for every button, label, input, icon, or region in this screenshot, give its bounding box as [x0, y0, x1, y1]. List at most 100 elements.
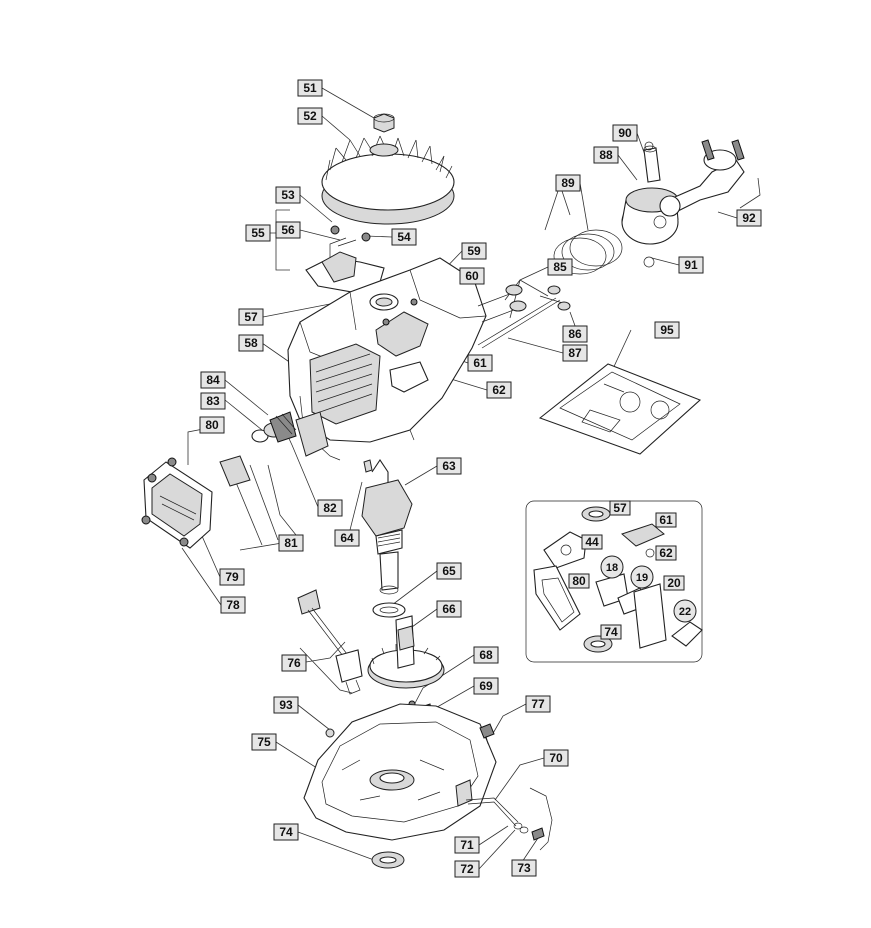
svg-text:85: 85 [553, 260, 567, 274]
svg-text:88: 88 [599, 148, 613, 162]
svg-text:81: 81 [284, 536, 298, 550]
svg-text:74: 74 [604, 625, 618, 639]
svg-text:84: 84 [206, 373, 220, 387]
valves [477, 284, 571, 323]
governor-shaft [465, 787, 553, 851]
callout-85: 85 [547, 258, 573, 276]
svg-text:57: 57 [244, 310, 258, 324]
callout-55: 55 [245, 224, 271, 242]
callout-86: 86 [562, 325, 588, 343]
callout-70: 70 [543, 749, 569, 767]
svg-text:61: 61 [473, 356, 487, 370]
svg-text:62: 62 [659, 546, 673, 560]
callout-91: 91 [678, 256, 704, 274]
cylinder-head-cover [141, 457, 213, 549]
svg-text:66: 66 [442, 602, 456, 616]
svg-text:68: 68 [479, 648, 493, 662]
callout-64: 64 [334, 529, 360, 547]
callout-83: 83 [200, 392, 226, 410]
ignition-coil [305, 225, 385, 293]
crankcase-cover [303, 703, 497, 841]
connecting-rod [659, 139, 745, 217]
svg-text:53: 53 [281, 188, 295, 202]
pushrods [477, 297, 561, 349]
callout-53: 53 [275, 186, 301, 204]
gasket-kit-callouts: 57 61 44 62 18 19 80 20 22 74 [568, 500, 697, 640]
svg-text:92: 92 [742, 211, 756, 225]
svg-text:70: 70 [549, 751, 563, 765]
callout-75: 75 [251, 733, 277, 751]
svg-text:89: 89 [561, 176, 575, 190]
svg-text:90: 90 [618, 126, 632, 140]
svg-text:80: 80 [205, 418, 219, 432]
piston-pin [643, 145, 661, 183]
flywheel-nut [373, 113, 395, 133]
intake-spacer [219, 411, 297, 487]
callout-72: 72 [454, 860, 480, 878]
callout-76: 76 [281, 654, 307, 672]
callout-78: 78 [220, 596, 246, 614]
svg-text:63: 63 [442, 459, 456, 473]
callout-61: 61 [467, 354, 493, 372]
svg-text:80: 80 [572, 574, 586, 588]
svg-text:61: 61 [659, 513, 673, 527]
piston-rings [553, 229, 623, 275]
callout-51: 51 [297, 79, 323, 97]
callout-63: 63 [436, 457, 462, 475]
svg-text:62: 62 [492, 383, 506, 397]
kit-callout-19: 19 [630, 565, 654, 589]
svg-text:65: 65 [442, 564, 456, 578]
callout-81: 81 [278, 534, 304, 552]
kit-callout-57: 57 [609, 500, 631, 516]
flywheel [321, 135, 455, 225]
oil-seal [372, 602, 406, 618]
svg-text:72: 72 [460, 862, 474, 876]
callout-93: 93 [273, 696, 299, 714]
engine-block [287, 257, 487, 461]
svg-text:73: 73 [517, 861, 531, 875]
callout-54: 54 [391, 228, 417, 246]
callout-65: 65 [436, 562, 462, 580]
callout-77: 77 [525, 695, 551, 713]
svg-text:57: 57 [613, 501, 627, 515]
svg-text:55: 55 [251, 226, 265, 240]
svg-text:75: 75 [257, 735, 271, 749]
kit-callout-80: 80 [568, 573, 590, 589]
svg-text:78: 78 [226, 598, 240, 612]
svg-text:56: 56 [281, 223, 295, 237]
svg-text:19: 19 [636, 572, 648, 584]
sump-bolt [479, 723, 495, 745]
kit-callout-22: 22 [673, 599, 697, 623]
svg-text:52: 52 [303, 109, 317, 123]
callout-80: 80 [199, 416, 225, 434]
callout-60: 60 [459, 267, 485, 285]
camshaft-gear [367, 615, 445, 689]
dipstick [297, 589, 363, 695]
callout-69: 69 [473, 677, 499, 695]
crankshaft [361, 459, 413, 595]
callout-95: 95 [654, 321, 680, 339]
svg-text:54: 54 [397, 230, 411, 244]
callout-90: 90 [612, 124, 638, 142]
kit-callout-44: 44 [581, 534, 603, 550]
svg-text:86: 86 [568, 327, 582, 341]
kit-callout-20: 20 [663, 575, 685, 591]
svg-text:18: 18 [606, 562, 618, 574]
oil-drain-plug [325, 728, 335, 738]
gasket-kit-box [525, 500, 703, 663]
callout-56: 56 [275, 221, 301, 239]
svg-text:77: 77 [531, 697, 545, 711]
kit-callout-18: 18 [600, 555, 624, 579]
callout-62: 62 [486, 381, 512, 399]
callout-71: 71 [454, 836, 480, 854]
callout-89: 89 [555, 174, 581, 192]
svg-text:22: 22 [679, 606, 691, 618]
callout-66: 66 [436, 600, 462, 618]
callout-68: 68 [473, 646, 499, 664]
svg-text:95: 95 [660, 323, 674, 337]
svg-text:82: 82 [323, 501, 337, 515]
callout-52: 52 [297, 107, 323, 125]
svg-text:79: 79 [225, 570, 239, 584]
kit-callout-62: 62 [655, 545, 677, 561]
